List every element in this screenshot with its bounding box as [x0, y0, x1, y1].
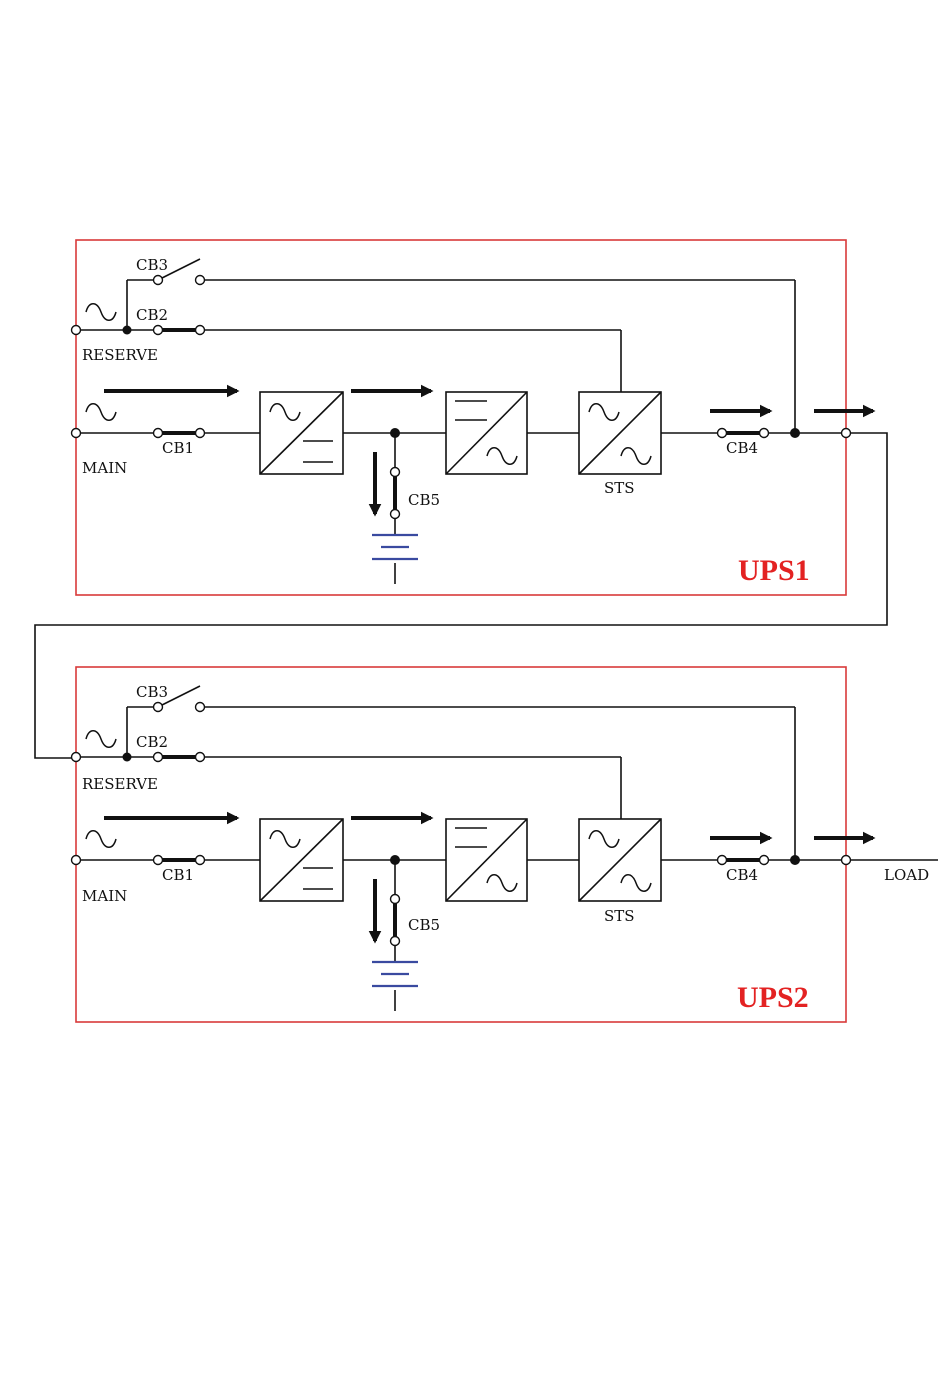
sts-label: STS — [604, 479, 635, 497]
sts-label: STS — [604, 907, 635, 925]
reserve-label: RESERVE — [82, 346, 158, 364]
cb1-label: CB1 — [162, 866, 194, 884]
cb4-label: CB4 — [726, 866, 758, 884]
cb2-label: CB2 — [136, 733, 168, 751]
reserve-label: RESERVE — [82, 775, 158, 793]
ups1-title: UPS1 — [738, 554, 810, 587]
cb3-label: CB3 — [136, 683, 168, 701]
cb5-label: CB5 — [408, 491, 440, 509]
cb2-label: CB2 — [136, 306, 168, 324]
main-label: MAIN — [82, 459, 127, 477]
cb1-label: CB1 — [162, 439, 194, 457]
ups2-unit: CB3 CB2 RESERVE CB1 MAIN CB4 CB5 STS UPS… — [72, 667, 874, 1022]
cb3-label: CB3 — [136, 256, 168, 274]
ups1-unit: CB3 CB2 RESERVE CB1 MAIN CB4 CB5 STS UPS… — [72, 240, 874, 595]
cb5-label: CB5 — [408, 916, 440, 934]
cb4-label: CB4 — [726, 439, 758, 457]
main-label: MAIN — [82, 887, 127, 905]
load-label: LOAD — [884, 866, 929, 884]
ups2-title: UPS2 — [737, 981, 809, 1014]
